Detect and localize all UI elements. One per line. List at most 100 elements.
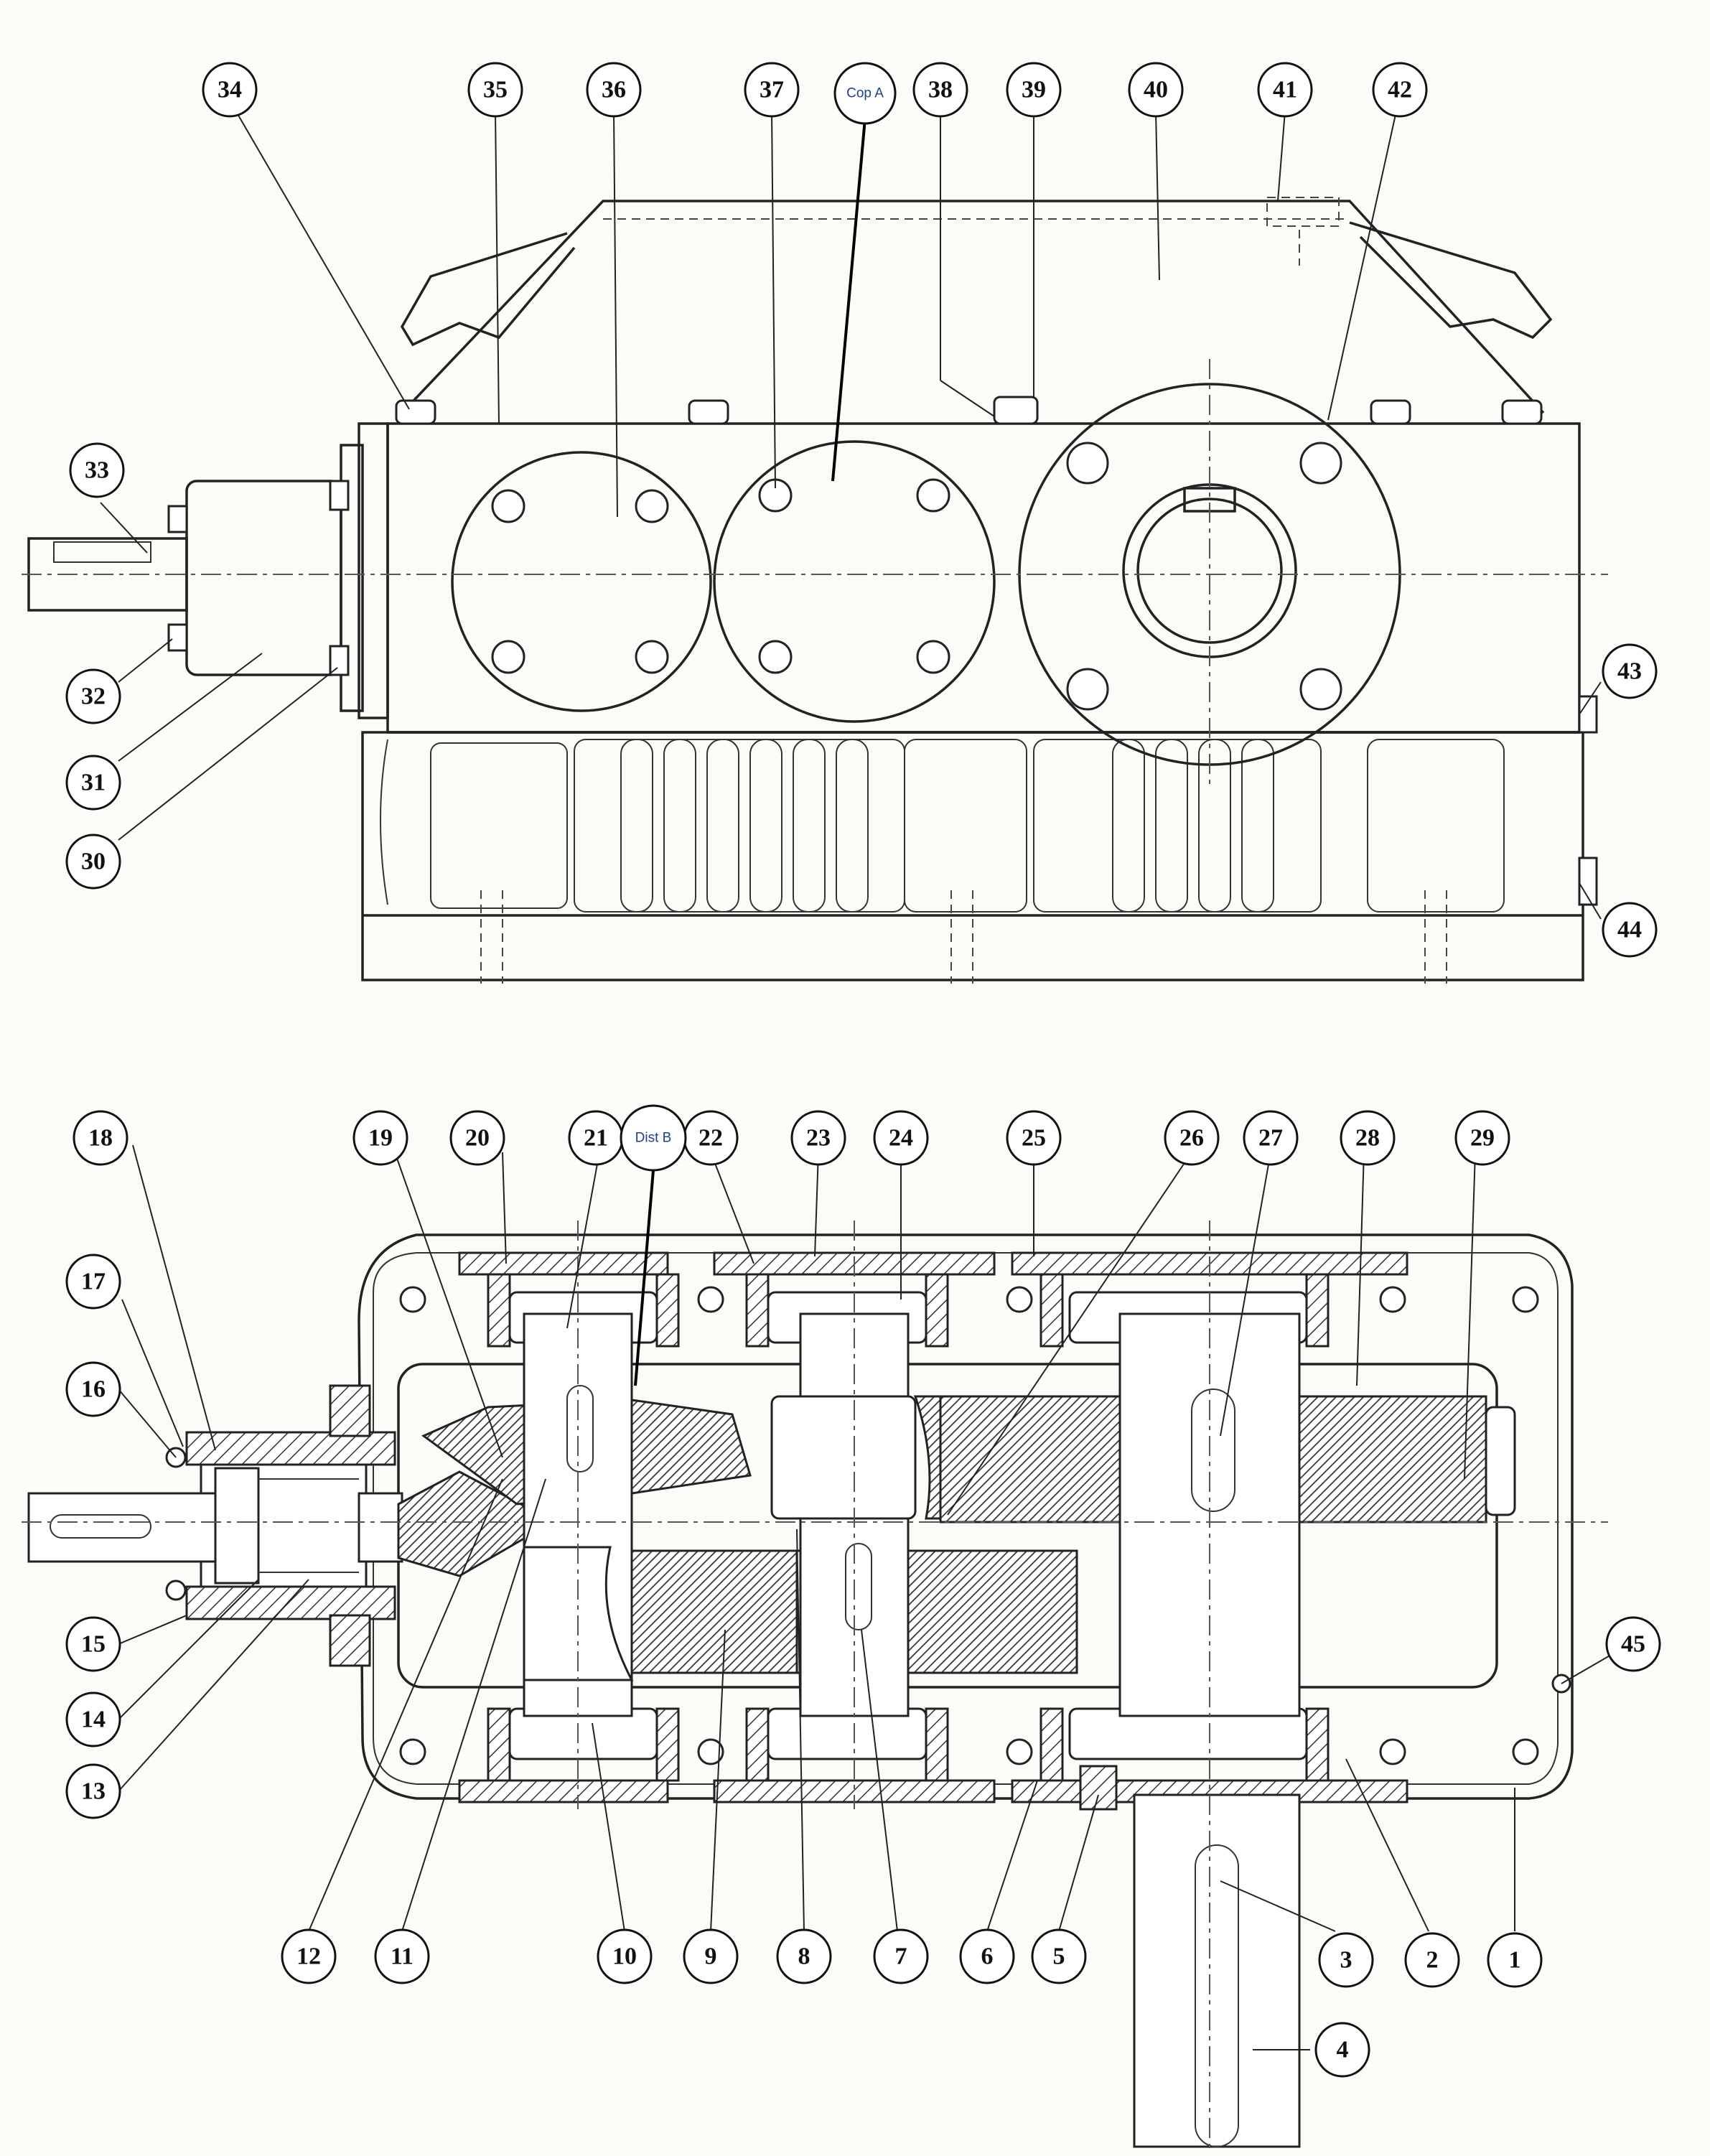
bearing-cover-middle (713, 440, 996, 723)
balloon-29-label: 29 (1470, 1125, 1495, 1152)
balloon-9-label: 9 (705, 1943, 717, 1970)
balloon-30: 30 (65, 834, 121, 890)
balloon-40: 40 (1128, 62, 1184, 118)
balloon-4: 4 (1314, 2022, 1370, 2078)
balloon-7: 7 (873, 1928, 929, 1984)
balloon-2: 2 (1404, 1932, 1460, 1988)
balloon-16: 16 (65, 1361, 121, 1417)
balloon-13: 13 (65, 1763, 121, 1819)
balloon-22: 22 (683, 1110, 739, 1166)
balloon-31: 31 (65, 755, 121, 811)
balloon-27-label: 27 (1258, 1125, 1283, 1152)
balloon-2-label: 2 (1426, 1947, 1439, 1974)
cooling-ribs-right (1112, 739, 1274, 913)
balloon-22-label: 22 (699, 1125, 723, 1152)
balloon-39: 39 (1006, 62, 1062, 118)
balloon-11: 11 (374, 1928, 430, 1984)
balloon-18-label: 18 (88, 1125, 113, 1152)
balloon-20: 20 (449, 1110, 505, 1166)
balloon-26: 26 (1164, 1110, 1220, 1166)
balloon-13-label: 13 (81, 1778, 106, 1805)
balloon-38-label: 38 (928, 77, 953, 103)
output-shaft-extension (1133, 1793, 1301, 2148)
balloon-19: 19 (352, 1110, 408, 1166)
balloon-34: 34 (202, 62, 258, 118)
note-cop-a-label: Cop A (846, 86, 884, 101)
housing-outline (358, 1233, 1574, 1800)
balloon-20-label: 20 (465, 1125, 490, 1152)
balloon-35: 35 (467, 62, 523, 118)
note-dist-b: Dist B (620, 1104, 687, 1172)
top-cover (401, 200, 1545, 414)
balloon-12: 12 (281, 1928, 337, 1984)
balloon-29: 29 (1454, 1110, 1510, 1166)
balloon-10-label: 10 (612, 1943, 637, 1970)
cooling-ribs-left (620, 739, 869, 913)
lower-housing (361, 731, 1584, 981)
balloon-17: 17 (65, 1254, 121, 1310)
balloon-5-label: 5 (1053, 1943, 1065, 1970)
balloon-9: 9 (683, 1928, 739, 1984)
balloon-8-label: 8 (798, 1943, 810, 1970)
balloon-7-label: 7 (895, 1943, 907, 1970)
balloon-32: 32 (65, 668, 121, 724)
balloon-45-label: 45 (1621, 1631, 1645, 1658)
balloon-14: 14 (65, 1691, 121, 1747)
balloon-41-label: 41 (1273, 77, 1297, 103)
balloon-42: 42 (1372, 62, 1428, 118)
bearing-cover-left (451, 451, 712, 712)
balloon-25-label: 25 (1022, 1125, 1046, 1152)
balloon-38: 38 (912, 62, 968, 118)
balloon-28-label: 28 (1355, 1125, 1380, 1152)
balloon-14-label: 14 (81, 1707, 106, 1733)
note-cop-a: Cop A (833, 62, 897, 125)
plan-section-view (22, 1221, 1608, 2154)
balloon-33: 33 (69, 442, 125, 498)
balloon-24: 24 (873, 1110, 929, 1166)
balloon-25: 25 (1006, 1110, 1062, 1166)
leader-lines (100, 100, 1630, 2050)
balloon-16-label: 16 (81, 1376, 106, 1403)
balloon-1-label: 1 (1509, 1947, 1521, 1974)
balloon-31-label: 31 (81, 770, 106, 796)
balloon-21-label: 21 (584, 1125, 608, 1152)
lifting-lug-left (400, 232, 576, 347)
balloon-19-label: 19 (368, 1125, 393, 1152)
balloon-45: 45 (1605, 1616, 1661, 1672)
balloon-6: 6 (959, 1928, 1015, 1984)
balloon-27: 27 (1243, 1110, 1299, 1166)
balloon-37-label: 37 (760, 77, 784, 103)
balloon-4-label: 4 (1337, 2037, 1349, 2063)
balloon-1: 1 (1487, 1932, 1543, 1988)
note-dist-b-label: Dist B (635, 1131, 672, 1146)
balloon-3: 3 (1318, 1932, 1374, 1988)
balloon-30-label: 30 (81, 849, 106, 875)
balloon-24-label: 24 (889, 1125, 913, 1152)
balloon-33-label: 33 (85, 457, 109, 484)
balloon-34-label: 34 (218, 77, 242, 103)
balloon-12-label: 12 (296, 1943, 321, 1970)
balloon-23-label: 23 (806, 1125, 831, 1152)
balloon-15: 15 (65, 1616, 121, 1672)
balloon-15-label: 15 (81, 1631, 106, 1658)
plan-bolts (399, 1286, 1571, 1765)
balloon-23: 23 (790, 1110, 846, 1166)
top-wall-section (458, 1251, 1408, 1348)
balloon-40-label: 40 (1144, 77, 1168, 103)
balloon-8: 8 (776, 1928, 832, 1984)
balloon-44: 44 (1602, 902, 1658, 958)
part-balloons: 1 2 3 4 5 6 7 8 9 10 11 12 13 14 15 16 1… (65, 62, 1661, 2078)
balloon-41: 41 (1257, 62, 1313, 118)
balloon-10: 10 (597, 1928, 653, 1984)
elevation-view (22, 197, 1608, 984)
balloon-17-label: 17 (81, 1269, 106, 1295)
balloon-28: 28 (1340, 1110, 1396, 1166)
balloon-6-label: 6 (981, 1943, 994, 1970)
balloon-36: 36 (586, 62, 642, 118)
balloon-5: 5 (1031, 1928, 1087, 1984)
balloon-18: 18 (73, 1110, 129, 1166)
balloon-21: 21 (568, 1110, 624, 1166)
bottom-wall-section (458, 1707, 1408, 1803)
balloon-42-label: 42 (1388, 77, 1412, 103)
